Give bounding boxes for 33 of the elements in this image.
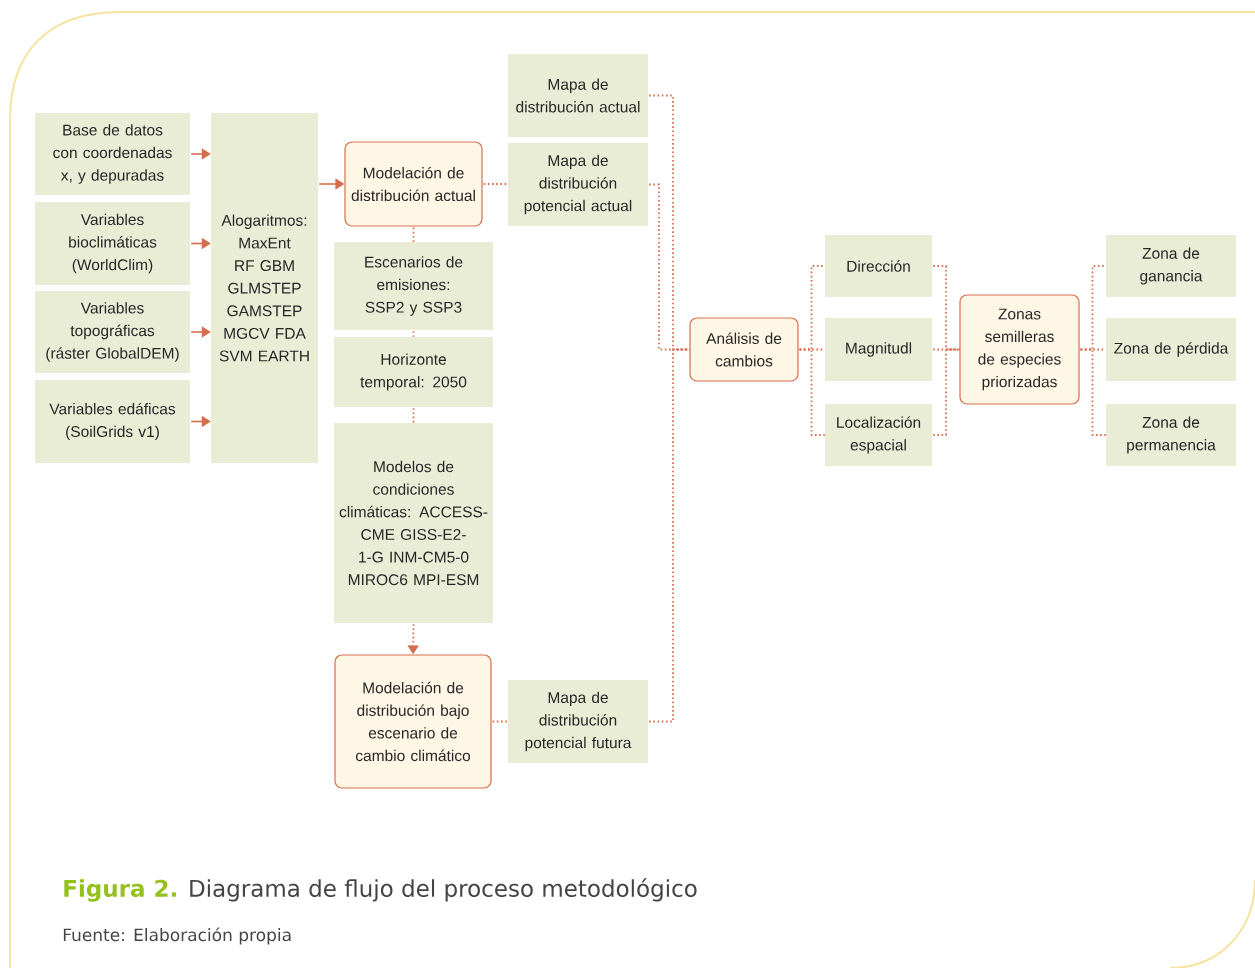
data-box: Dirección [825,235,932,297]
data-box: Zona de permanencia [1106,404,1236,466]
figure-caption: Figura 2. Diagrama de flujo del proceso metodológico [64,878,697,902]
data-box: Zona de ganancia [1106,235,1236,297]
data-box: Magnitudl [825,318,932,381]
data-box: Variables topográficas (ráster GlobalDEM) [35,291,190,373]
process-box: Zonas semilleras de especies priorizadas [959,294,1080,405]
connector-line [412,407,415,424]
data-box: Horizonte temporal: 2050 [334,337,493,407]
connector-line [482,183,509,185]
data-box: Mapa de distribución potencial actual [508,143,648,226]
connector-line [412,226,415,243]
data-box: Zona de pérdida [1106,318,1236,381]
data-box: Variables bioclimáticas (WorldClim) [35,202,190,285]
data-box: Modelos de condiciones climáticas: ACCESS-CME GISS-E2-1-G INM-CM5-0 MIROC6 MPI-ESM [334,423,493,623]
data-box: Localización espacial [825,404,932,466]
connector-line [412,330,415,338]
process-box: Modelación de distribución actual [344,141,483,227]
connector-line [1079,348,1107,436]
data-box: Alogaritmos: MaxEnt RF GBM GLMSTEP GAMSTEP MGCV FDA SVM EARTH [211,113,318,463]
data-box: Mapa de distribución potencial futura [508,680,648,763]
data-box: Mapa de distribución actual [508,54,648,137]
data-box: Variables edáficas (SoilGrids v1) [35,380,190,463]
process-box: Modelación de distribución bajo escenario de cambio climático [334,654,492,789]
source-note: Fuente: Elaboración propia [63,927,291,945]
data-box: Base de datos con coordenadas x, y depuradas [35,113,190,195]
process-box: Análisis de cambios [689,317,799,382]
data-box: Escenarios de emisiones: SSP2 y SSP3 [334,242,493,330]
arrow [190,148,211,160]
connector-line [798,348,826,436]
arrow [190,326,211,338]
connector-line [491,720,509,723]
connector-line [932,348,961,436]
